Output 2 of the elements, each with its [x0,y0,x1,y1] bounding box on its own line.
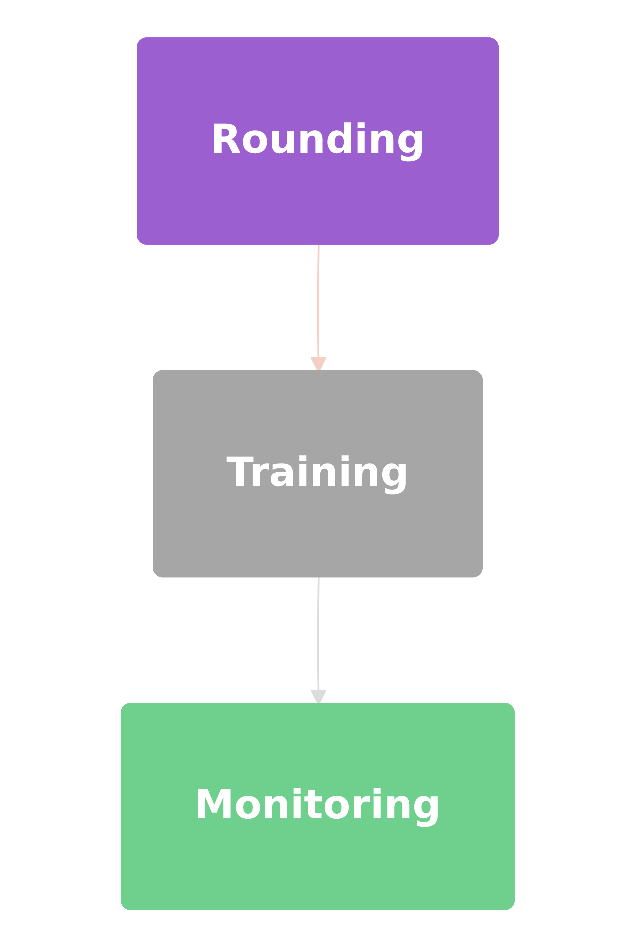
arrow [310,244,327,372]
arrow [310,577,327,706]
